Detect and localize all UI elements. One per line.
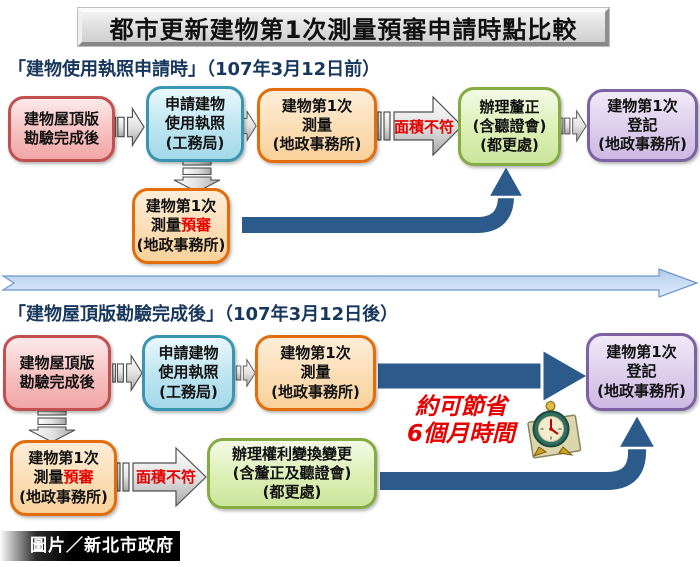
arrow-license-down-s1 xyxy=(173,160,221,193)
box-survey-preview-s2: 建物第1次 測量預審 (地政事務所) xyxy=(10,440,117,516)
box-line: 建物屋頂版 xyxy=(19,353,95,372)
arrow-correction-to-registration-s1 xyxy=(560,110,587,142)
box-line: (都更處) xyxy=(262,483,322,502)
box-line: 勘驗完成後 xyxy=(19,373,95,391)
savings-line: 6個月時間 xyxy=(406,421,515,448)
arrow-area-mismatch-s1: 面積不符 xyxy=(377,95,463,157)
box-line: (地政事務所) xyxy=(272,135,362,154)
box-line: (含聽證會) xyxy=(472,116,547,135)
box-rights-transfer-change-s2: 辦理權利變換變更 (含釐正及聽證會) (都更處) xyxy=(207,438,377,509)
timeline-divider-arrow xyxy=(0,268,699,298)
box-first-survey-s1: 建物第1次 測量 (地政事務所) xyxy=(257,88,377,163)
box-line: 建物第1次 xyxy=(145,197,217,216)
box-line: 申請建物 xyxy=(164,95,225,114)
arrow-license-to-survey-s2 xyxy=(232,358,256,388)
box-line: 使用執照 xyxy=(158,363,219,382)
box-line: (工務局) xyxy=(165,133,225,152)
box-first-registration-s1: 建物第1次 登記 (地政事務所) xyxy=(587,89,698,162)
box-line: 勘驗完成後 xyxy=(23,129,99,147)
box-line: 測量 xyxy=(300,363,331,382)
box-line: 建物第1次 xyxy=(28,449,99,468)
box-line: 建物屋頂版 xyxy=(23,109,99,128)
box-line-part-highlight: 預審 xyxy=(63,468,94,487)
box-line-part-highlight: 預審 xyxy=(181,216,212,235)
box-line: 測量 xyxy=(301,115,332,134)
area-mismatch-label-s1: 面積不符 xyxy=(394,118,454,136)
box-line: 辦理權利變換變更 xyxy=(231,444,352,463)
box-survey-preview-s1: 建物第1次 測量預審 (地政事務所) xyxy=(132,188,230,264)
box-roof-inspection-s2: 建物屋頂版 勘驗完成後 xyxy=(3,335,111,411)
box-line: (工務局) xyxy=(159,382,218,401)
box-line: 建物第1次 xyxy=(606,343,677,362)
box-line: (含釐正及聽證會) xyxy=(232,463,352,482)
box-line: (地政事務所) xyxy=(598,135,687,154)
box-line: 建物第1次 xyxy=(281,96,353,115)
section2-header: 「建物屋頂版勘驗完成後」（107年3月12日後） xyxy=(8,304,399,325)
box-first-survey-s2: 建物第1次 測量 (地政事務所) xyxy=(255,335,376,411)
stopwatch-icon xyxy=(527,401,582,459)
box-use-license-s2: 申請建物 使用執照 (工務局) xyxy=(142,335,235,411)
box-line: (都更處) xyxy=(480,136,539,155)
box-line-part: 測量 xyxy=(150,216,181,235)
page-title: 都市更新建物第1次測量預審申請時點比較 xyxy=(77,7,610,47)
arrow-area-mismatch-s2: 面積不符 xyxy=(116,446,207,508)
arrow-roof-down-s2 xyxy=(28,410,76,443)
arrow-survey-to-registration-s2 xyxy=(378,346,593,406)
box-line: 使用執照 xyxy=(164,114,225,133)
box-line: (地政事務所) xyxy=(19,487,108,506)
box-line: 測量預審 xyxy=(33,468,93,487)
box-line-part: 測量 xyxy=(33,468,64,487)
box-line: 建物第1次 xyxy=(607,96,678,115)
section1-header: 「建物使用執照申請時」（107年3月12日前） xyxy=(8,59,381,80)
arrow-preview-to-correction-s1 xyxy=(242,162,527,236)
savings-line: 約可節省 xyxy=(415,394,507,420)
arrow-rights-to-registration-s2 xyxy=(380,411,659,494)
area-mismatch-label-s2: 面積不符 xyxy=(136,468,196,486)
box-correction-s1: 辦理釐正 (含聽證會) (都更處) xyxy=(458,87,561,166)
box-line: 辦理釐正 xyxy=(479,97,540,116)
box-use-license-s1: 申請建物 使用執照 (工務局) xyxy=(146,86,244,162)
arrow-roof-to-license-s1 xyxy=(112,107,145,147)
box-line: 建物第1次 xyxy=(280,344,351,363)
box-line: 申請建物 xyxy=(158,344,219,363)
box-line: 測量預審 xyxy=(151,216,211,235)
box-first-registration-s2: 建物第1次 登記 (地政事務所) xyxy=(586,333,697,411)
image-credit: 圖片／新北市政府 xyxy=(0,531,180,561)
box-line: 登記 xyxy=(626,362,657,381)
time-savings-note: 約可節省 6個月時間 xyxy=(402,394,520,448)
box-line: 登記 xyxy=(627,115,658,134)
arrow-roof-to-license-s2 xyxy=(112,355,143,391)
box-line: (地政事務所) xyxy=(136,235,226,254)
box-line: (地政事務所) xyxy=(271,382,360,401)
box-line: (地政事務所) xyxy=(597,381,686,400)
box-roof-inspection-s1: 建物屋頂版 勘驗完成後 xyxy=(8,96,115,162)
